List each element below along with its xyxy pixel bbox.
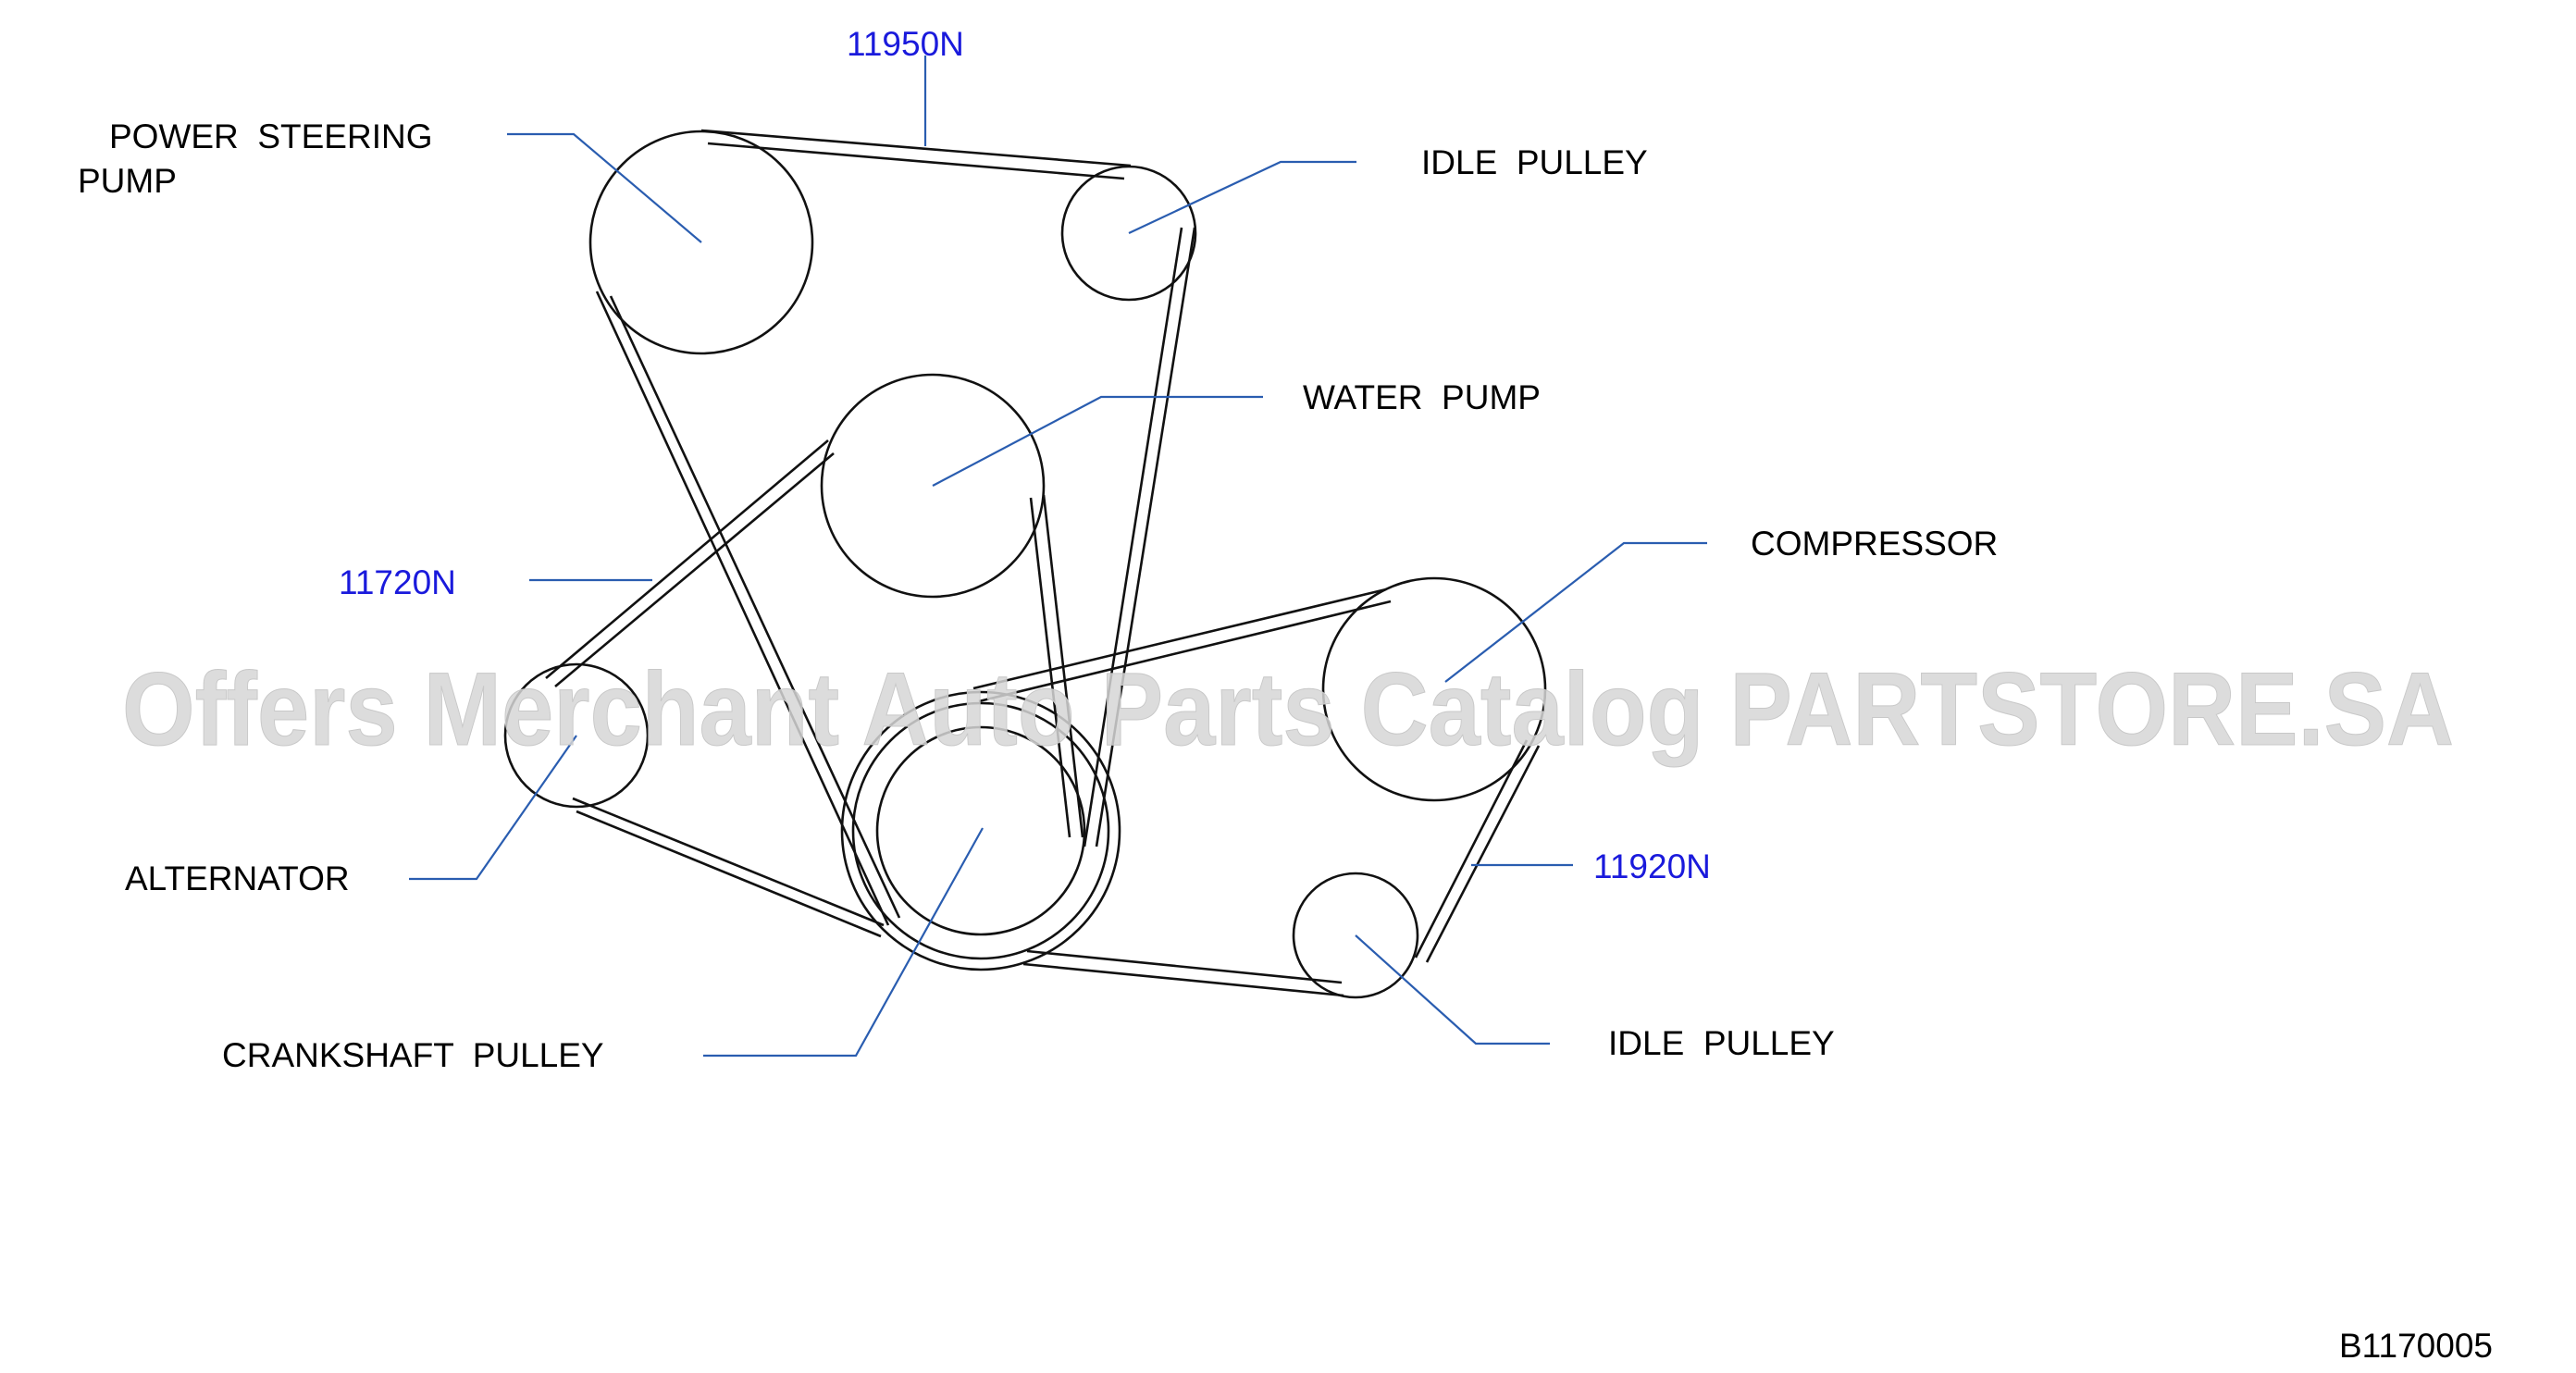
compressor-pulley <box>1321 576 1547 802</box>
leader-idle-top <box>1128 160 1356 234</box>
power-steering-pump-pulley <box>588 130 814 355</box>
crankshaft-pulley <box>840 690 1121 971</box>
part-number-11720n[interactable]: 11720N <box>339 563 456 601</box>
belt-11920n <box>972 588 1541 997</box>
label-idle-pulley-bottom: IDLE PULLEY <box>1608 1024 1835 1062</box>
alternator-pulley <box>503 662 650 809</box>
label-power-steering-line1: POWER STEERING <box>109 118 432 155</box>
watermark-text: Offers Merchant Auto Parts Catalog PARTS… <box>122 651 2454 767</box>
idle-pulley-top <box>1060 165 1197 302</box>
leader-alternator <box>409 735 577 881</box>
leader-compressor <box>1444 541 1707 683</box>
idle-pulley-bottom <box>1292 872 1419 999</box>
diagram-code: B1170005 <box>2339 1327 2493 1365</box>
leader-crankshaft <box>703 827 984 1058</box>
water-pump-pulley <box>820 373 1046 599</box>
belt-11950n <box>595 129 1196 926</box>
label-compressor: COMPRESSOR <box>1751 525 1998 563</box>
label-crankshaft-pulley: CRANKSHAFT PULLEY <box>222 1036 604 1074</box>
leader-water-pump <box>932 395 1263 487</box>
label-power-steering-line2: PUMP <box>78 162 177 200</box>
label-idle-pulley-top: IDLE PULLEY <box>1421 143 1648 181</box>
label-water-pump: WATER PUMP <box>1303 378 1541 416</box>
label-alternator: ALTERNATOR <box>125 860 350 897</box>
part-number-11950n[interactable]: 11950N <box>847 25 964 63</box>
part-number-11920n[interactable]: 11920N <box>1593 847 1711 885</box>
leader-power-steering <box>507 132 702 243</box>
leader-idle-bottom <box>1355 934 1550 1045</box>
